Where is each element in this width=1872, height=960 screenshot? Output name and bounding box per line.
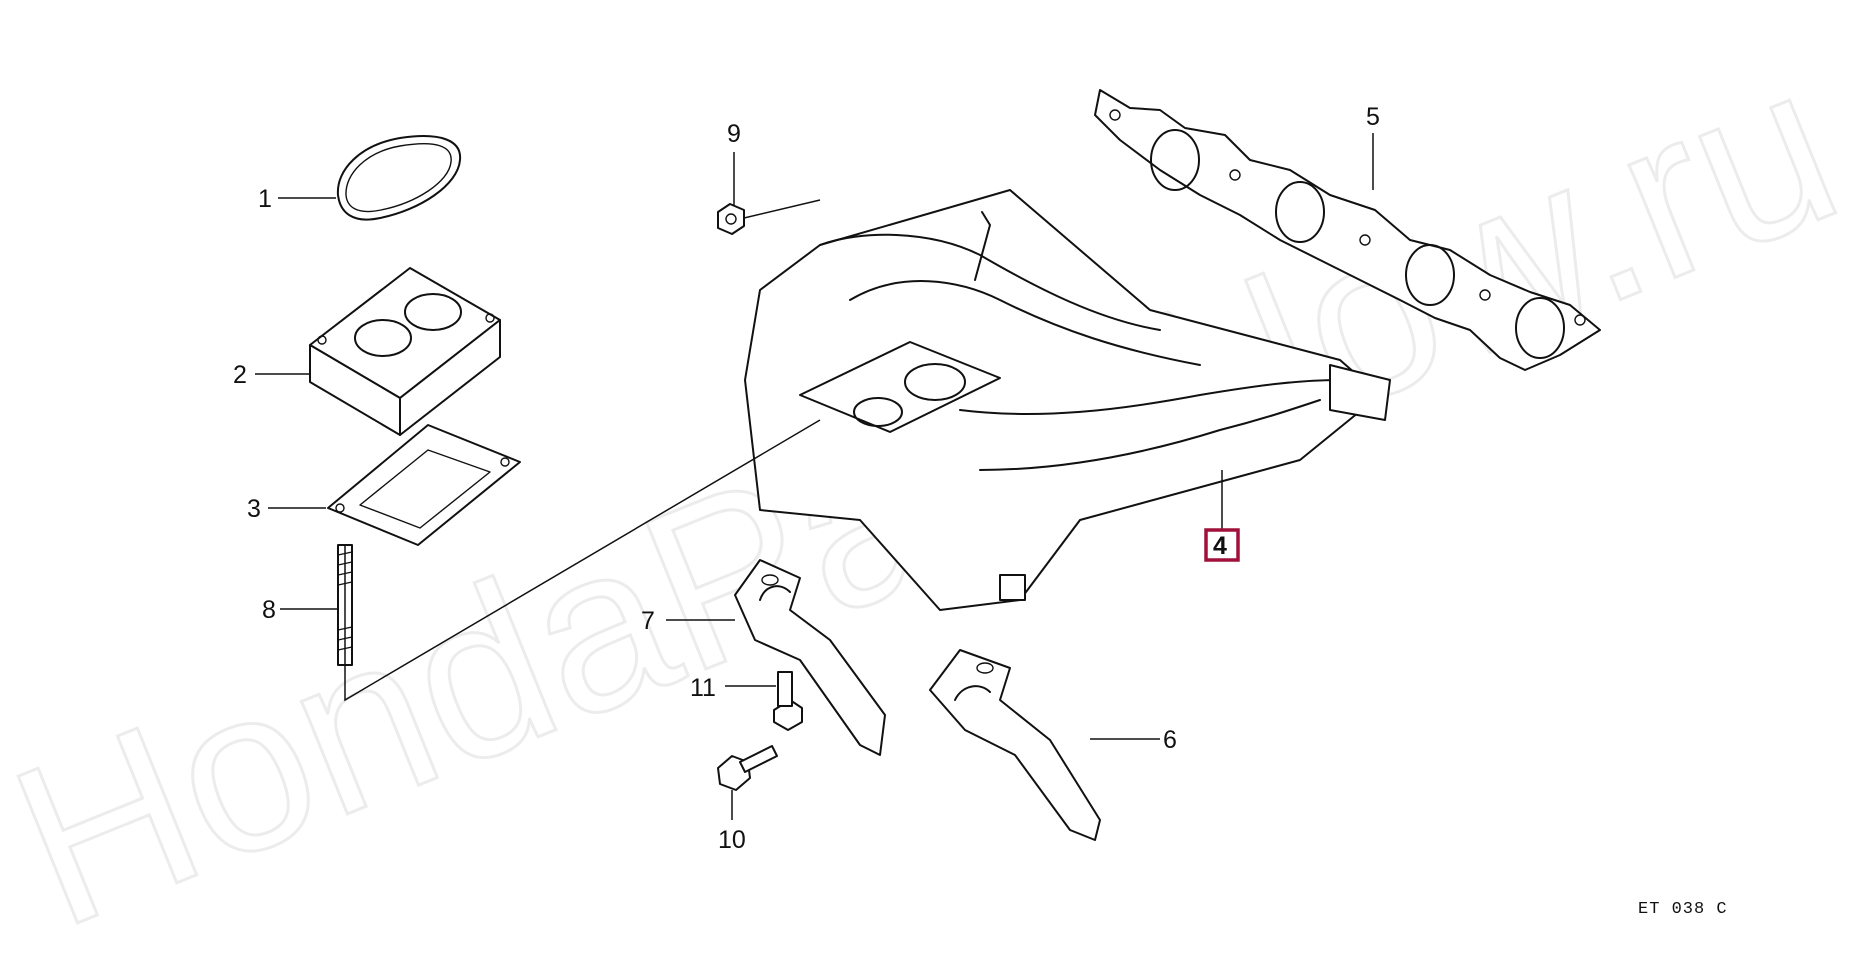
part-4-intake-manifold[interactable]: [744, 189, 1391, 611]
callout-9[interactable]: 9: [727, 120, 741, 148]
part-7-bracket[interactable]: [734, 559, 886, 756]
part-1-oring-gasket[interactable]: [336, 135, 462, 221]
part-5-manifold-gasket[interactable]: [1094, 89, 1601, 371]
part-9-nut[interactable]: [717, 203, 745, 235]
callout-8[interactable]: 8: [262, 596, 276, 624]
callout-7[interactable]: 7: [641, 607, 655, 635]
part-3-gasket[interactable]: [327, 424, 521, 546]
callout-10[interactable]: 10: [718, 826, 746, 854]
callout-3[interactable]: 3: [247, 495, 261, 523]
callout-1[interactable]: 1: [258, 185, 272, 213]
callout-2[interactable]: 2: [233, 361, 247, 389]
callout-6[interactable]: 6: [1163, 726, 1177, 754]
diagram-code: ET 038 C: [1638, 900, 1728, 919]
part-2-insulator[interactable]: [309, 267, 501, 436]
callout-4-highlighted[interactable]: 4: [1204, 528, 1240, 562]
part-11-bolt[interactable]: [773, 671, 803, 731]
part-6-bracket[interactable]: [929, 649, 1101, 841]
callout-4: 4: [1213, 532, 1227, 560]
callout-11[interactable]: 11: [690, 674, 716, 702]
leader-lines: [255, 133, 1374, 820]
part-10-bolt[interactable]: [717, 745, 778, 791]
callout-5[interactable]: 5: [1366, 103, 1380, 131]
